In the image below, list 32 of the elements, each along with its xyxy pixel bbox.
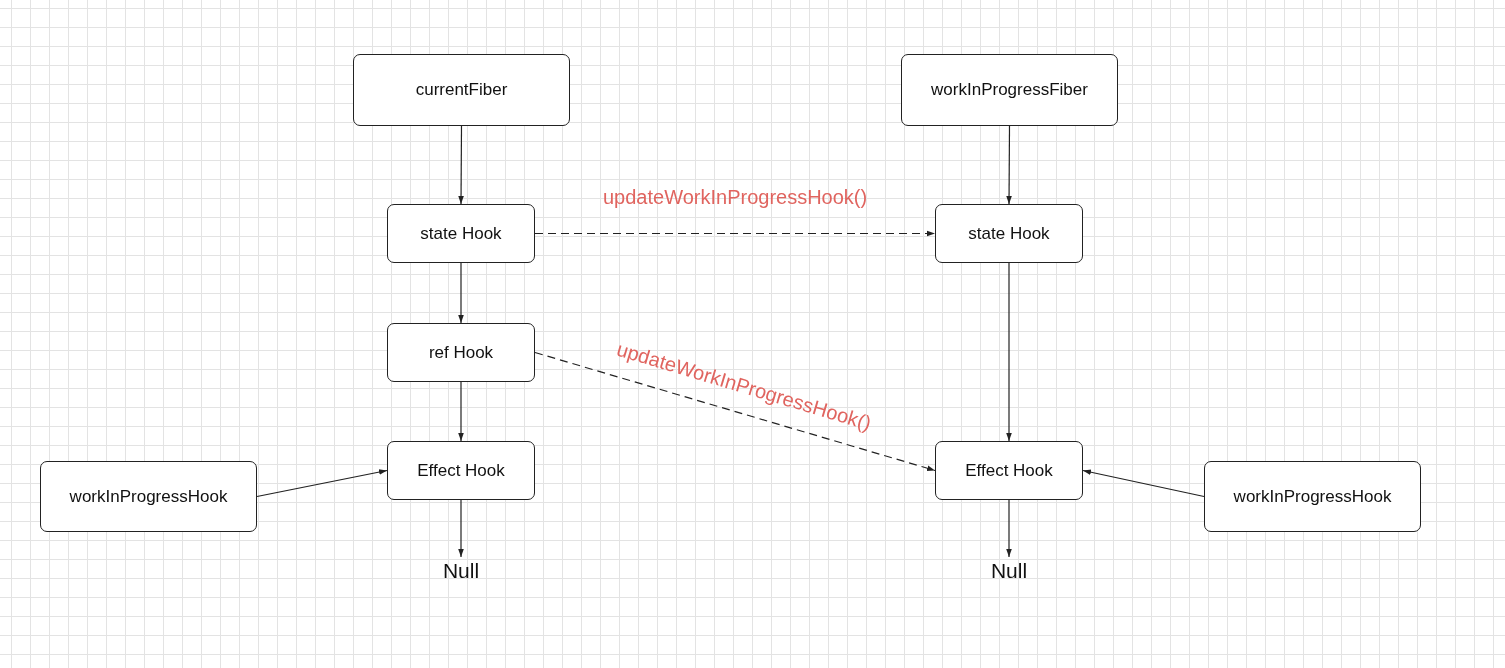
node-label: ref Hook bbox=[428, 342, 494, 363]
arrow bbox=[256, 469, 388, 498]
node-label: currentFiber bbox=[415, 80, 508, 100]
hook-box bbox=[1204, 461, 1421, 532]
node-label: Effect Hook bbox=[417, 460, 505, 481]
hook-box bbox=[40, 461, 257, 532]
hook-box bbox=[901, 54, 1118, 126]
arrow bbox=[458, 499, 464, 558]
null-label: Null bbox=[984, 557, 1034, 585]
hook-box bbox=[387, 323, 535, 382]
node-label: workInProgressFiber bbox=[931, 80, 1088, 100]
arrow bbox=[1082, 469, 1205, 498]
arrow bbox=[534, 351, 936, 472]
arrow bbox=[1006, 499, 1012, 558]
hook-box bbox=[387, 204, 535, 263]
node-label: state Hook bbox=[968, 223, 1050, 244]
hook-box bbox=[935, 204, 1083, 263]
arrow bbox=[534, 230, 936, 237]
node-label: state Hook bbox=[420, 223, 502, 244]
arrow bbox=[458, 262, 464, 324]
node-label: workInProgressHook bbox=[1233, 486, 1392, 507]
hook-box bbox=[353, 54, 570, 126]
node-label: Effect Hook bbox=[965, 460, 1053, 481]
null-label: Null bbox=[436, 557, 486, 585]
arrow bbox=[1006, 262, 1012, 442]
node-label: workInProgressHook bbox=[69, 486, 228, 507]
edge-label: updateWorkInProgressHook() bbox=[603, 187, 868, 207]
hook-box bbox=[935, 441, 1083, 500]
arrow bbox=[458, 125, 464, 205]
hook-box bbox=[387, 441, 535, 500]
arrow bbox=[1006, 125, 1012, 205]
arrow bbox=[458, 381, 464, 442]
